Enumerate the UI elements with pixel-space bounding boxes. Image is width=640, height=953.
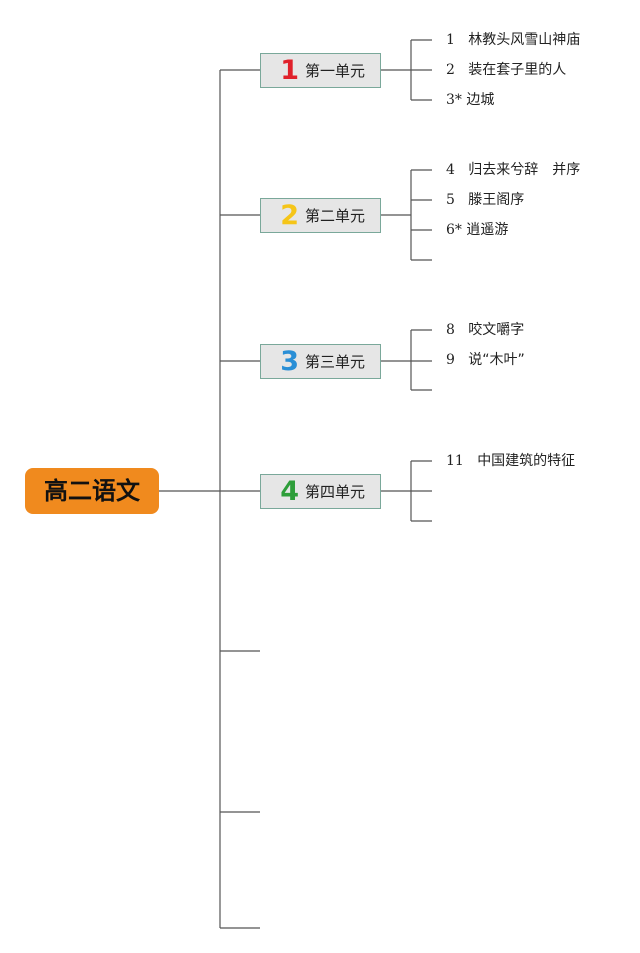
unit-number-2: 2: [280, 200, 299, 231]
root-node[interactable]: 高二语文: [25, 468, 159, 514]
lesson-item[interactable]: 3* 边城: [446, 92, 495, 108]
lesson-item[interactable]: 2 装在套子里的人: [446, 62, 567, 78]
unit-number-3: 3: [280, 346, 299, 377]
unit-node-2[interactable]: 2 第二单元: [260, 198, 381, 233]
lesson-item[interactable]: 11 中国建筑的特征: [446, 453, 576, 469]
lesson-item[interactable]: 6* 逍遥游: [446, 222, 509, 238]
unit-label-1: 第一单元: [305, 62, 366, 80]
unit-node-1[interactable]: 1 第一单元: [260, 53, 381, 88]
unit-number-4: 4: [280, 476, 299, 507]
lesson-item[interactable]: 4 归去来兮辞 并序: [446, 162, 581, 178]
lesson-item[interactable]: 5 滕王阁序: [446, 192, 525, 208]
unit-label-2: 第二单元: [305, 207, 366, 225]
lesson-item[interactable]: 8 咬文嚼字: [446, 322, 525, 338]
unit-node-4[interactable]: 4 第四单元: [260, 474, 381, 509]
unit-node-3[interactable]: 3 第三单元: [260, 344, 381, 379]
unit-label-3: 第三单元: [305, 353, 366, 371]
unit-label-4: 第四单元: [305, 483, 366, 501]
lesson-item[interactable]: 9 说“木叶”: [446, 352, 525, 368]
unit-number-1: 1: [280, 55, 299, 86]
lesson-item[interactable]: 1 林教头风雪山神庙: [446, 32, 581, 48]
